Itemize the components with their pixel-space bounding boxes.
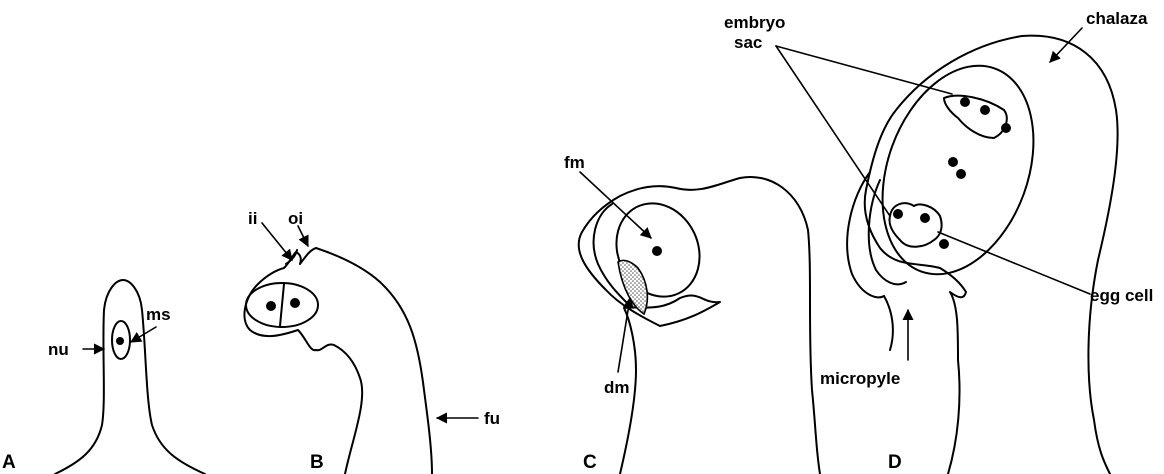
label-fu: fu bbox=[484, 409, 500, 428]
label-oi: oi bbox=[288, 209, 303, 228]
antipodal-nucleus-1 bbox=[960, 97, 970, 107]
polar-nucleus-2 bbox=[956, 169, 966, 179]
label-embryo-sac-line2: sac bbox=[734, 33, 762, 52]
funiculus-outline bbox=[244, 248, 432, 474]
dyad-wall bbox=[280, 284, 284, 326]
antipodal-nucleus-3 bbox=[1001, 123, 1011, 133]
panel-c: fm dm C bbox=[564, 153, 820, 474]
panel-label-b: B bbox=[310, 452, 324, 473]
label-embryo-sac-line1: embryo bbox=[724, 13, 785, 32]
label-ii: ii bbox=[248, 209, 257, 228]
label-egg-cell: egg cell bbox=[1090, 286, 1153, 305]
antipodal-cells bbox=[944, 96, 1007, 138]
oi-pointer bbox=[298, 226, 308, 246]
egg-cell-nucleus-2 bbox=[939, 239, 949, 249]
antipodal-nucleus-2 bbox=[980, 105, 990, 115]
panel-a: nu ms A bbox=[2, 280, 205, 474]
ovule-outline bbox=[579, 177, 820, 474]
panel-label-a: A bbox=[2, 452, 16, 473]
panel-d: embryo sac chalaza egg cell micropyle D bbox=[724, 9, 1153, 474]
degenerate-megaspores bbox=[618, 260, 647, 314]
label-dm: dm bbox=[604, 378, 630, 397]
megasporocyte-nucleus bbox=[116, 337, 124, 345]
nucellus-outline bbox=[55, 280, 205, 474]
panel-label-d: D bbox=[888, 452, 902, 473]
dyad-nucleus-right bbox=[290, 298, 300, 308]
mature-ovule-outline bbox=[865, 36, 1118, 474]
synergid-nucleus bbox=[893, 209, 903, 219]
ii-pointer bbox=[262, 223, 292, 260]
panel-label-c: C bbox=[583, 452, 597, 473]
label-ms: ms bbox=[146, 305, 171, 324]
embryo-sac-pointer-2 bbox=[776, 46, 890, 216]
chalaza-pointer bbox=[1050, 28, 1082, 62]
functional-megaspore-nucleus bbox=[652, 246, 662, 256]
label-nu: nu bbox=[48, 340, 69, 359]
integument-fold bbox=[594, 204, 630, 306]
label-fm: fm bbox=[564, 153, 585, 172]
label-micropyle: micropyle bbox=[820, 369, 900, 388]
micropyle-opening bbox=[884, 296, 893, 350]
label-chalaza: chalaza bbox=[1086, 9, 1148, 28]
polar-nucleus-1 bbox=[948, 157, 958, 167]
egg-nucleus bbox=[920, 213, 930, 223]
dyad-nucleus-left bbox=[266, 301, 276, 311]
panel-b: ii oi fu B bbox=[244, 209, 500, 474]
